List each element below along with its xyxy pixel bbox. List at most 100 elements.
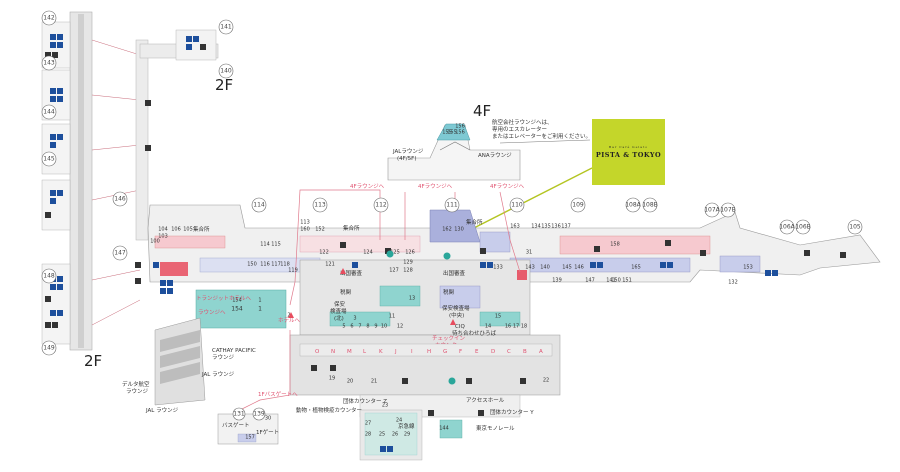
svg-text:141: 141 [220,24,232,31]
ana-lounge: ANAラウンジ [478,151,512,159]
gate-146: 146 [112,191,128,207]
pista-tokyo-ad[interactable]: Bar Café Gelato PISTA & TOKYO [592,119,665,185]
svg-text:H: H [427,349,431,355]
svg-text:158: 158 [610,242,620,248]
svg-text:143: 143 [525,265,535,271]
gate-148: 148 [41,268,57,284]
svg-text:10: 10 [381,324,387,330]
gate-110: 110 [509,197,525,213]
svg-text:1: 1 [258,306,262,313]
svg-text:団体カウンター Z: 団体カウンター Z [343,397,387,405]
svg-text:163: 163 [510,224,520,230]
gate-109: 109 [570,197,586,213]
gate-141: 141 [218,19,234,35]
svg-text:O: O [315,349,320,355]
svg-text:JAL ラウンジ: JAL ラウンジ [201,370,235,378]
svg-text:156: 156 [455,124,465,130]
svg-text:139: 139 [552,278,562,284]
svg-text:K: K [379,349,383,355]
svg-text:28: 28 [365,432,371,438]
svg-text:保安検査場: 保安検査場 [442,304,470,312]
svg-text:(北): (北) [334,314,344,322]
svg-text:9: 9 [374,324,377,330]
svg-text:150: 150 [247,262,257,268]
svg-text:集合所: 集合所 [193,225,210,233]
svg-text:またはエレベーターをご利用ください。: またはエレベーターをご利用ください。 [492,132,591,140]
gate-140: 140 [218,63,234,79]
gate-106b: 106B [795,219,811,235]
svg-text:チェックイン: チェックイン [432,335,466,342]
svg-text:136: 136 [551,224,561,230]
svg-text:16: 16 [505,324,511,330]
svg-text:117: 117 [271,262,281,268]
svg-text:14: 14 [485,324,491,330]
svg-text:124: 124 [363,250,373,256]
svg-text:集合所: 集合所 [466,218,483,226]
top-pier [135,29,219,241]
svg-text:122: 122 [319,250,329,256]
svg-text:106B: 106B [795,224,811,231]
svg-text:15: 15 [495,314,501,320]
ad-tagline: Bar Café Gelato [608,145,649,149]
svg-text:126: 126 [405,250,415,256]
gate-149: 149 [41,340,57,356]
svg-text:140: 140 [220,68,232,75]
svg-text:143: 143 [43,60,55,67]
svg-text:113: 113 [300,220,310,226]
svg-text:CIQ: CIQ [455,324,465,330]
svg-text:A: A [539,349,543,355]
svg-text:100: 100 [150,239,160,245]
svg-text:156: 156 [455,130,465,136]
svg-text:154: 154 [232,298,242,304]
svg-text:7: 7 [358,324,361,330]
svg-text:134: 134 [531,224,541,230]
svg-text:17: 17 [513,324,519,330]
gate-111: 111 [444,197,460,213]
svg-text:115: 115 [271,242,281,248]
svg-text:待ち合わせひろば: 待ち合わせひろば [452,329,497,337]
svg-text:F: F [459,349,462,355]
ad-pointer-line [469,167,593,231]
svg-text:108A: 108A [625,202,641,209]
checkin-rows: O N M L K J I H G F E D C B A [299,343,553,357]
svg-text:31: 31 [526,250,532,256]
gate-131: 131 [232,407,246,421]
svg-text:出国審査: 出国審査 [443,269,466,277]
svg-text:30: 30 [265,416,271,422]
svg-text:専用のエスカレーター: 専用のエスカレーター [492,125,547,133]
svg-text:B: B [523,349,527,355]
area-labels: 集合所 集合所 集合所 出国審査 出国審査 税関 税関 保安 検査場 (北) 保… [193,218,534,436]
svg-text:CATHAY PACIFIC: CATHAY PACIFIC [212,348,256,354]
svg-text:130: 130 [454,227,464,233]
svg-text:ラウンジ: ラウンジ [126,387,149,395]
svg-text:104: 104 [158,227,168,233]
svg-text:137: 137 [561,224,571,230]
svg-text:110: 110 [511,202,523,209]
gate-105: 105 [847,219,863,235]
svg-text:JAL ラウンジ: JAL ラウンジ [145,406,179,414]
svg-text:24: 24 [396,418,402,424]
svg-text:105: 105 [849,224,861,231]
svg-text:29: 29 [404,432,410,438]
svg-text:119: 119 [288,268,298,274]
svg-text:165: 165 [631,265,641,271]
svg-text:153: 153 [743,265,753,271]
svg-text:106: 106 [171,227,181,233]
svg-text:8: 8 [366,324,369,330]
svg-text:アクセスホール: アクセスホール [466,397,505,404]
svg-text:154: 154 [231,306,243,313]
svg-text:13: 13 [409,296,415,302]
gate-107a: 107A [704,202,721,218]
svg-text:12: 12 [397,324,403,330]
svg-text:133: 133 [493,265,503,271]
svg-text:152: 152 [315,227,325,233]
svg-text:114: 114 [253,202,265,209]
svg-text:税関: 税関 [340,288,352,296]
svg-text:デルタ航空: デルタ航空 [122,380,150,388]
svg-text:11: 11 [389,314,395,320]
svg-text:4Fラウンジへ: 4Fラウンジへ [490,182,525,190]
svg-text:27: 27 [365,421,371,427]
svg-text:103: 103 [158,234,168,240]
svg-text:129: 129 [403,260,413,266]
